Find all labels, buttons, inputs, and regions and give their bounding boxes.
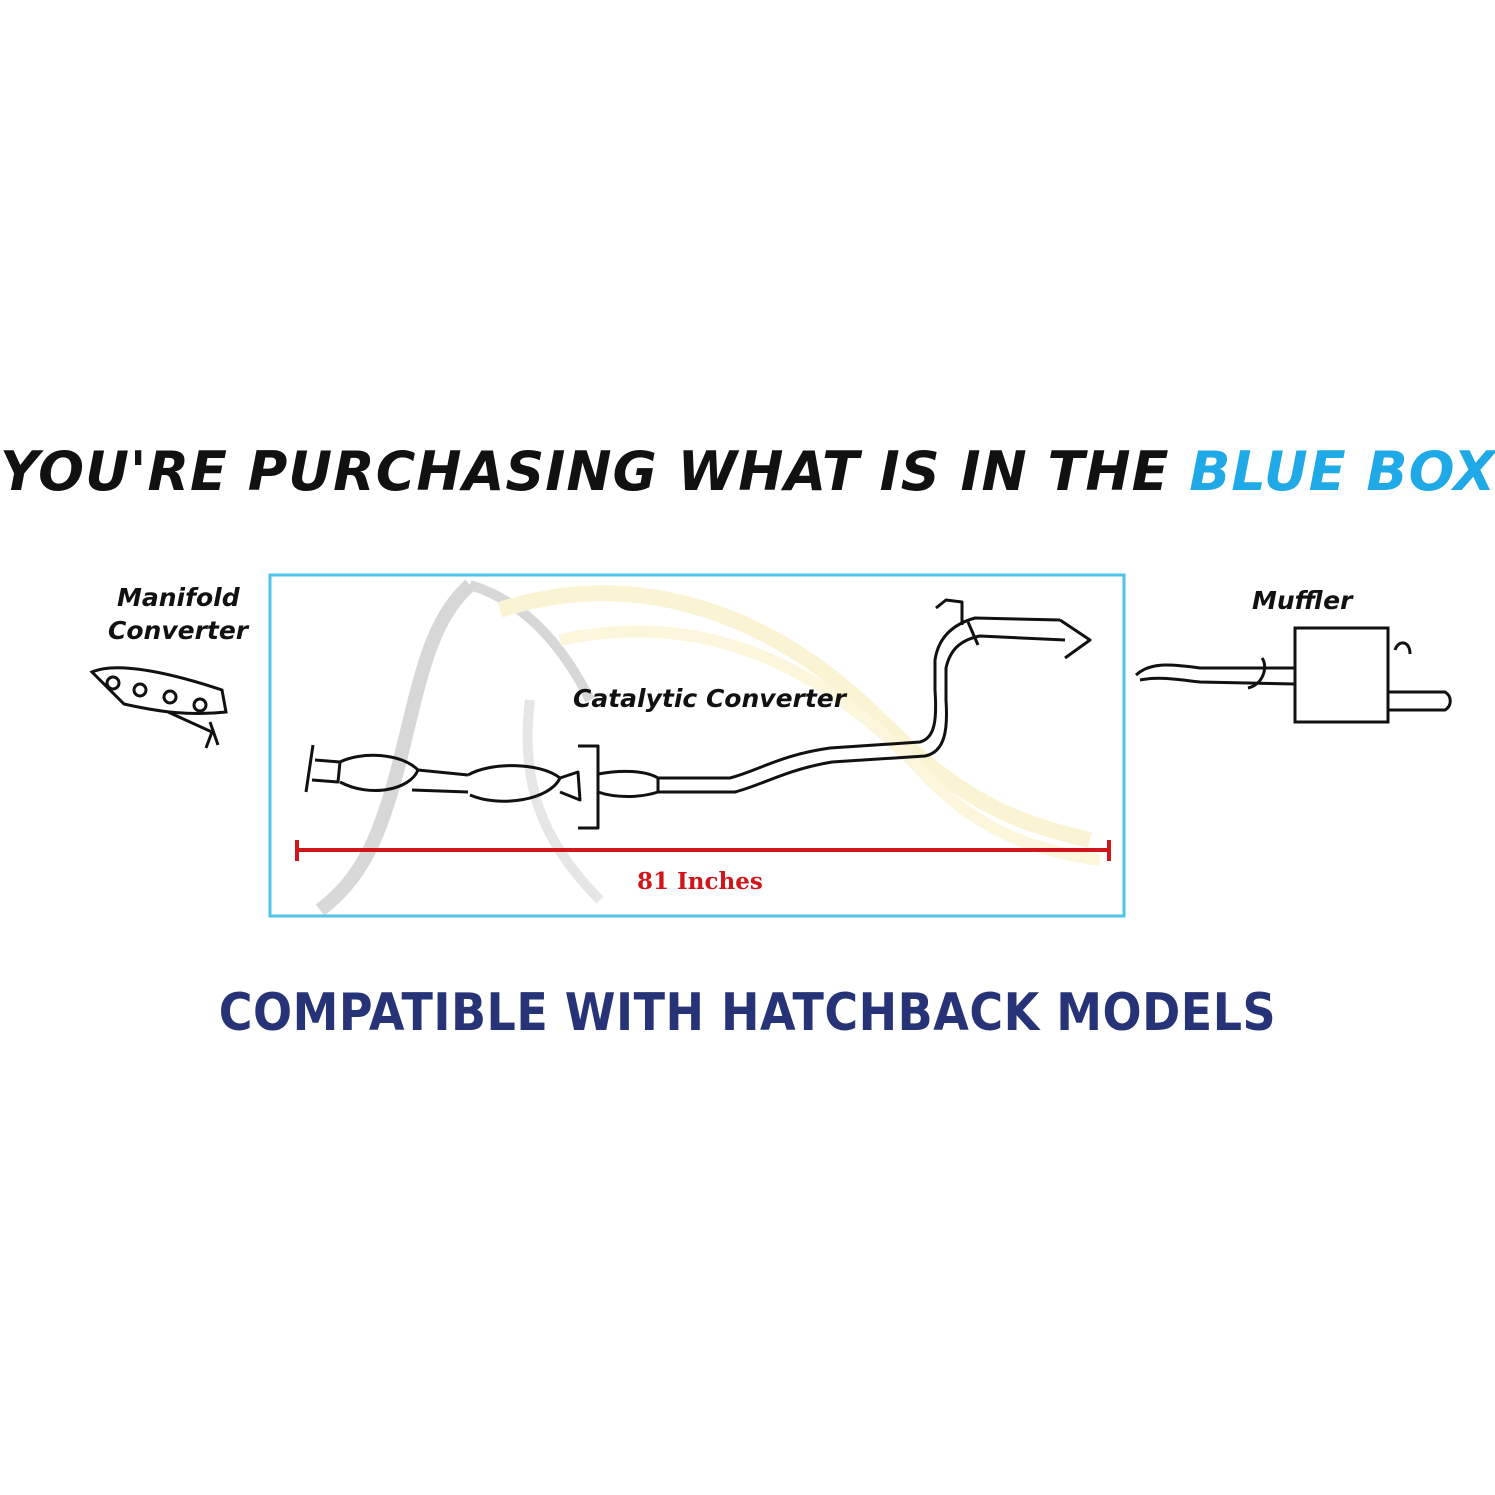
exhaust-pipe-drawing: [304, 598, 1092, 830]
headline: YOU'RE PURCHASING WHAT IS IN THE BLUE BO…: [0, 440, 1495, 503]
manifold-converter-drawing: [89, 666, 228, 749]
muffler-drawing: [1134, 626, 1452, 724]
compatibility-note: COMPATIBLE WITH HATCHBACK MODELS: [218, 981, 1277, 1043]
dimension-label: 81 Inches: [637, 868, 763, 895]
blue-box: [268, 573, 1126, 918]
dimension-line: [295, 840, 1111, 861]
muffler-label: Muffler: [1252, 586, 1353, 615]
headline-highlight: BLUE BOX: [1189, 440, 1495, 503]
manifold-label-line1: Manifold: [117, 583, 240, 612]
watermark-logo: [315, 579, 1101, 916]
manifold-label-line2: Converter: [108, 616, 249, 645]
headline-prefix: YOU'RE PURCHASING WHAT IS IN THE: [0, 440, 1190, 503]
catalytic-converter-label: Catalytic Converter: [573, 684, 847, 713]
